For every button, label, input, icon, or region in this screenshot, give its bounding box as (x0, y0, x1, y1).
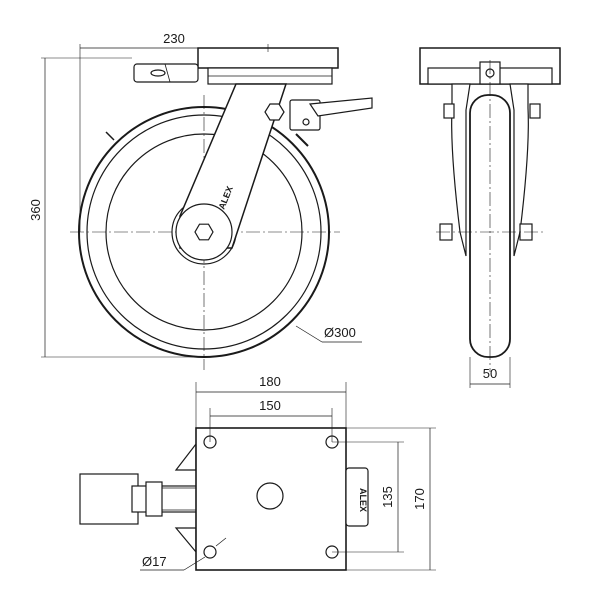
dim-300-label: Ø300 (324, 325, 356, 340)
dim-180-label: 180 (259, 374, 281, 389)
center-hole (256, 482, 284, 510)
brake-pivot (302, 118, 310, 126)
pedal-line (164, 63, 171, 83)
dim-50-label: 50 (483, 366, 497, 381)
dim-300-leader (295, 325, 323, 343)
fork-right (509, 83, 529, 257)
dim-360-label: 360 (28, 199, 43, 221)
pedal-bracket-bottom (174, 527, 197, 554)
dim-17-tick (215, 537, 227, 547)
dim-17-label: Ø17 (142, 554, 167, 569)
dim-230-label: 230 (163, 31, 185, 46)
bolt-hole-bl (203, 545, 217, 559)
pedal-bracket-top (174, 442, 197, 471)
brake-bolt-left (443, 103, 455, 119)
dim-135-label: 135 (380, 486, 395, 508)
top-view: ALEX 180 150 135 170 Ø17 (79, 374, 436, 571)
pedal-slot (150, 69, 166, 77)
dim-17-leader (183, 556, 206, 571)
side-view: ALEX 230 360 Ø300 (28, 31, 373, 370)
brake-bolt-right (529, 103, 541, 119)
pedal-clip (145, 481, 163, 517)
front-view: 50 (419, 47, 561, 388)
brake-shoe (295, 133, 309, 147)
dim-150-label: 150 (259, 398, 281, 413)
pedal-arm (131, 485, 199, 513)
brake-lever (308, 97, 373, 117)
axle-nut-front (194, 223, 214, 241)
pedal-top (79, 473, 139, 525)
brand-block (345, 467, 369, 527)
dim-170-label: 170 (412, 488, 427, 510)
brake-nut (264, 103, 285, 121)
wheel-tick (105, 131, 115, 141)
brand-label: ALEX (358, 488, 368, 512)
brake-pedal (133, 63, 199, 83)
mount-plate (195, 427, 347, 571)
